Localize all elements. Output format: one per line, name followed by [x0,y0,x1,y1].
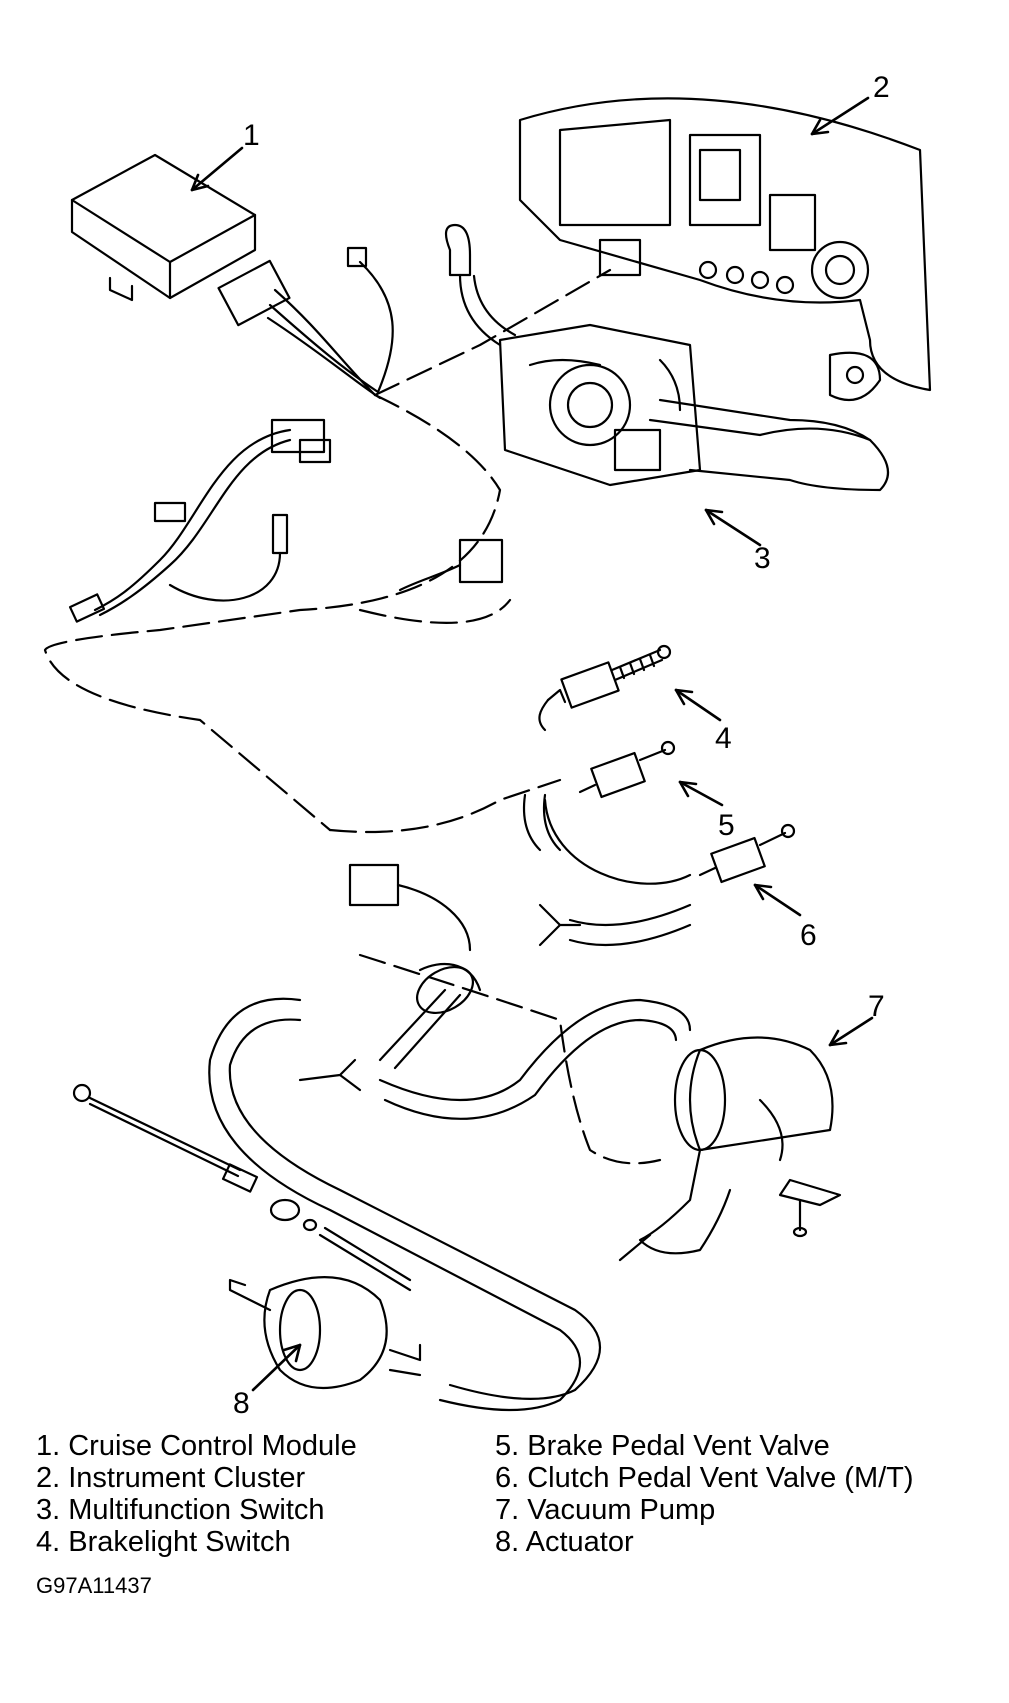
clutch-pedal-vent-valve [538,798,796,947]
routing-dashed-lines [43,268,662,1165]
legend-right-column: 5. Brake Pedal Vent Valve 6. Clutch Peda… [495,1430,914,1558]
callout-1: 1 [243,119,260,152]
legend-item: 2. Instrument Cluster [36,1462,306,1494]
legend-item: 8. Actuator [495,1526,634,1558]
callout-6: 6 [800,919,817,952]
legend-item: 5. Brake Pedal Vent Valve [495,1430,830,1462]
callout-labels: 1 2 3 4 5 6 7 8 [233,71,890,1420]
legend-item: 6. Clutch Pedal Vent Valve (M/T) [495,1462,914,1494]
cruise-control-module [70,153,394,400]
brakelight-switch [538,644,672,732]
figure-code: G97A11437 [36,1573,152,1598]
component-diagram: 1 2 3 4 5 6 7 8 [43,71,932,1420]
callout-arrows [190,96,874,1392]
vacuum-hoses [208,863,692,1412]
legend-left-column: 1. Cruise Control Module 2. Instrument C… [36,1430,357,1558]
legend-item: 7. Vacuum Pump [495,1494,716,1526]
callout-4: 4 [715,722,732,755]
callout-7: 7 [868,990,885,1023]
vacuum-pump [618,1036,842,1262]
multifunction-switch [444,223,890,492]
instrument-cluster [518,97,932,402]
callout-5: 5 [718,809,735,842]
wiring-harness [68,418,504,623]
actuator [72,1083,422,1390]
callout-2: 2 [873,71,890,104]
brake-pedal-vent-valve [522,740,676,852]
callout-8: 8 [233,1387,250,1420]
legend-item: 3. Multifunction Switch [36,1494,325,1526]
legend-item: 4. Brakelight Switch [36,1526,291,1558]
legend-item: 1. Cruise Control Module [36,1430,357,1462]
callout-3: 3 [754,542,771,575]
